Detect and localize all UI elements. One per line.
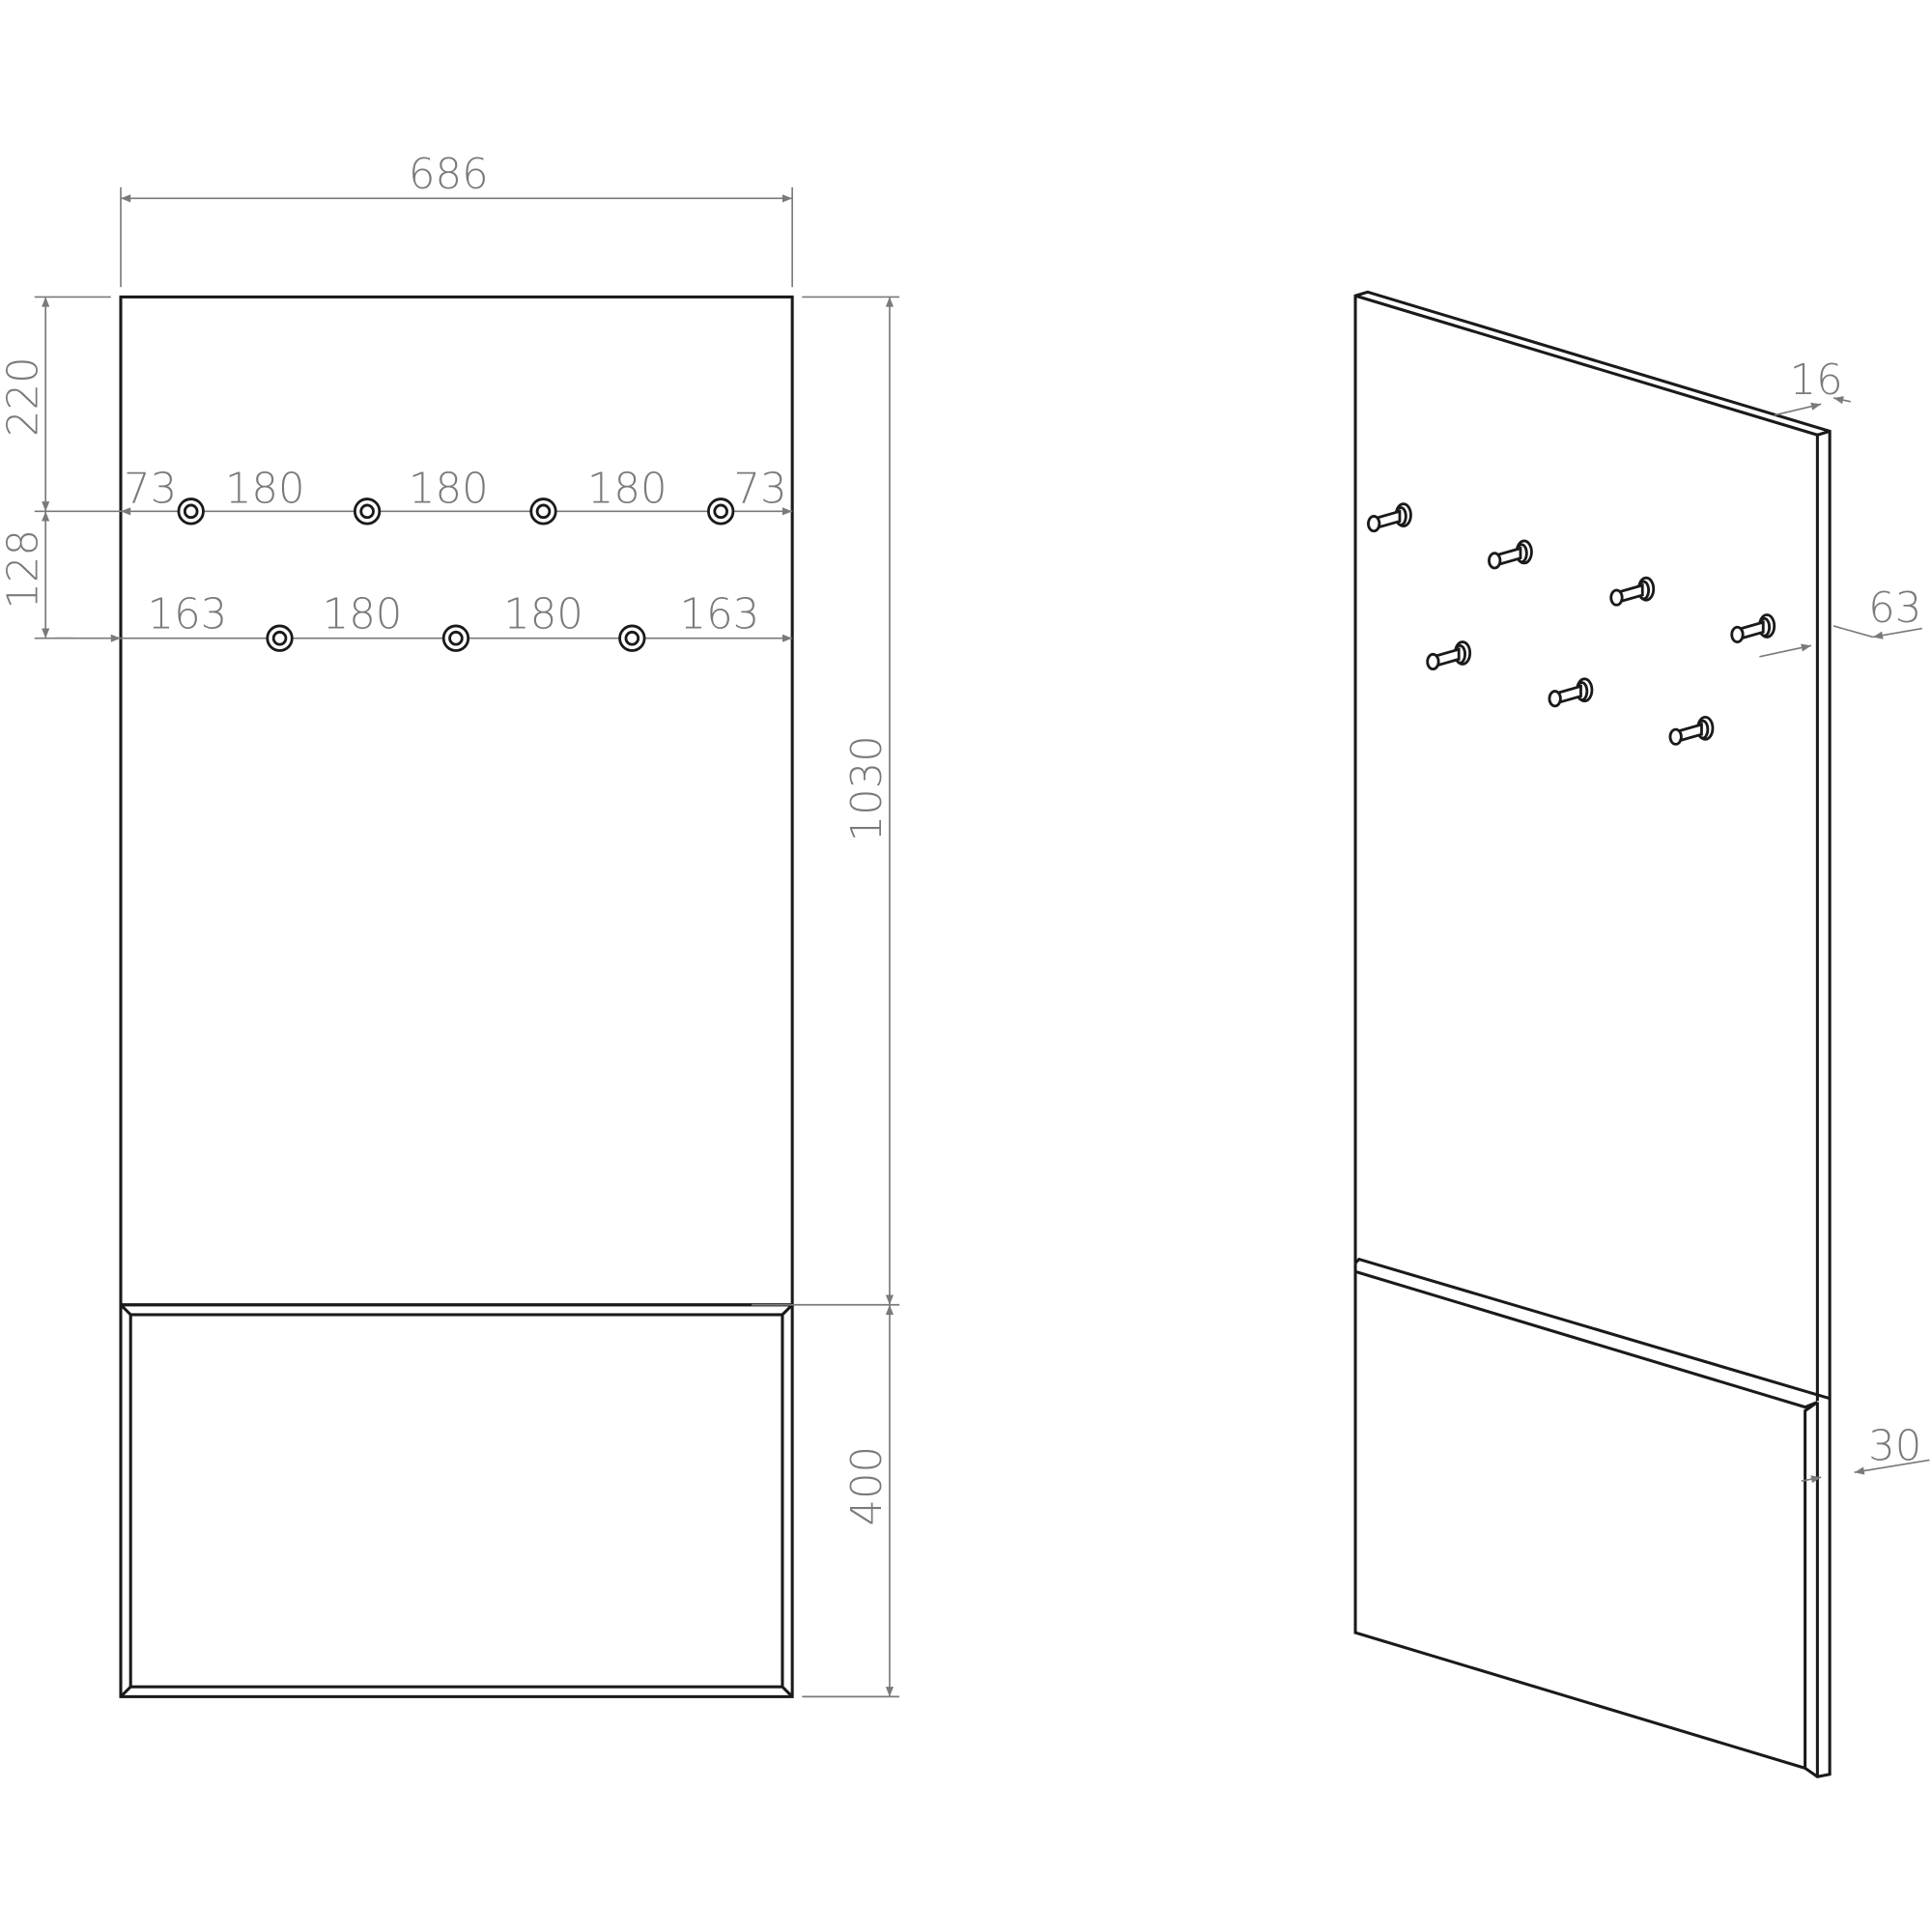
hook-icon (1367, 502, 1412, 533)
iso-view: 16 63 30 (1353, 290, 1930, 1778)
row1-dim-2: 180 (409, 465, 489, 513)
upper-height-label: 1030 (843, 735, 892, 841)
hook-icon (441, 624, 470, 652)
hook-icon (1609, 576, 1656, 607)
row2-dim-2: 180 (503, 591, 583, 639)
hook-icon (266, 624, 294, 652)
hook-icon (1668, 715, 1715, 746)
hook-icon (177, 497, 205, 526)
row1-dim-0: 73 (124, 465, 177, 513)
hook-icon (1730, 613, 1776, 643)
row1-dim-4: 73 (733, 465, 786, 513)
lower-panel-outline (119, 1303, 794, 1698)
hook-icon (707, 497, 735, 526)
front-view: 686 220 128 1030 400 73 180 180 180 73 (0, 151, 900, 1698)
thickness-label: 16 (1790, 356, 1843, 405)
hook-icon (1548, 677, 1594, 708)
hook-icon (1426, 640, 1472, 671)
width-label: 686 (409, 151, 489, 199)
hook-depth-label: 63 (1868, 584, 1921, 633)
row1-dim-3: 180 (587, 465, 668, 513)
row2-dim-0: 163 (147, 591, 227, 639)
lower-height-label: 400 (843, 1446, 892, 1526)
row-spacing-label: 128 (0, 529, 47, 610)
hooks-front (177, 497, 735, 652)
row2-dim-3: 163 (680, 591, 760, 639)
row2-dim-1: 180 (323, 591, 403, 639)
hooks-iso (1367, 502, 1776, 746)
hook-icon (353, 497, 382, 526)
hook-icon (1488, 539, 1533, 570)
lower-thickness-label: 30 (1868, 1422, 1921, 1470)
hook-icon (529, 497, 557, 526)
row1-dim-1: 180 (225, 465, 305, 513)
top-offset-label: 220 (0, 356, 47, 437)
upper-panel-outline (119, 295, 794, 1307)
hook-icon (618, 624, 646, 652)
